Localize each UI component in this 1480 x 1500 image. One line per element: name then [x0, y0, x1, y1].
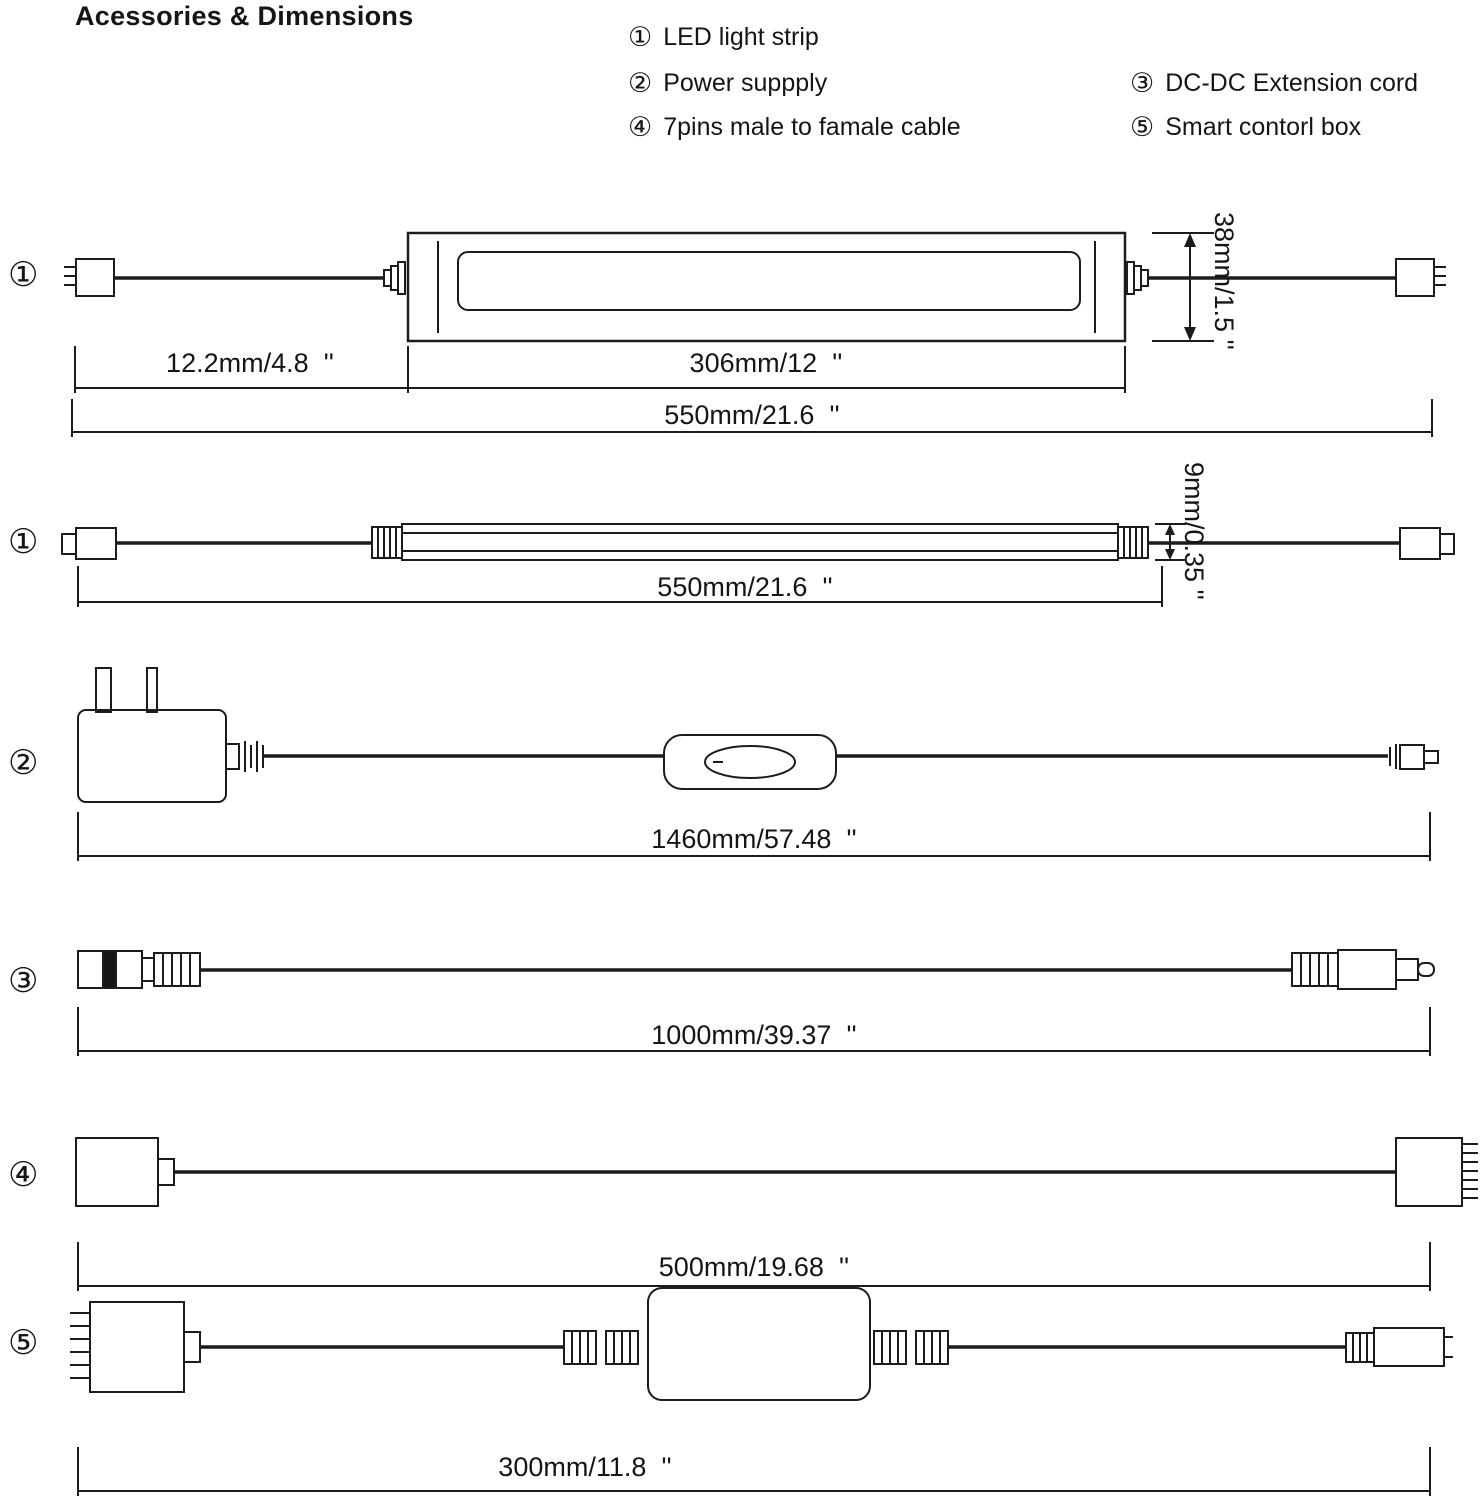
- dim-power-lines: [77, 812, 1431, 861]
- dim-box-length-label: 300mm/11.8 '': [498, 1452, 672, 1482]
- row-marker-control-icon: ⑤: [8, 1324, 39, 1362]
- row-marker-strip-side-icon: ①: [8, 523, 39, 561]
- power-supply-drawing: [77, 667, 1439, 803]
- legend-label-power-supply: Power suppply: [663, 69, 828, 98]
- legend-num-4-icon: ④: [628, 112, 653, 142]
- page-title: Acessories & Dimensions: [75, 1, 414, 31]
- dim-strip-lines: [71, 346, 1433, 437]
- dim-pin-cable-length-label: 500mm/19.68 '': [658, 1252, 850, 1282]
- legend-num-5-icon: ⑤: [1130, 112, 1155, 142]
- row-marker-power-icon: ②: [8, 744, 39, 782]
- legend-item-pin-cable: ④ 7pins male to famale cable: [628, 112, 961, 143]
- legend-item-extension-cord: ③ DC-DC Extension cord: [1130, 68, 1418, 99]
- dim-side-height-lines: [1155, 523, 1186, 561]
- row-marker-strip-front-icon: ①: [8, 256, 39, 294]
- dim-strip-lead-label: 12.2mm/4.8 '': [166, 348, 334, 378]
- dim-control-lines: [77, 1447, 1431, 1496]
- legend-num-3-icon: ③: [1130, 68, 1155, 98]
- legend-label-control-box: Smart contorl box: [1165, 113, 1362, 142]
- dim-power-length-label: 1460mm/57.48 '': [651, 824, 857, 854]
- dim-side-total-label: 550mm/21.6 '': [657, 572, 833, 602]
- smart-control-box-drawing: [70, 1287, 1453, 1401]
- row-marker-pin-cable-icon: ④: [8, 1156, 39, 1194]
- legend-label-pin-cable: 7pins male to famale cable: [663, 113, 961, 142]
- led-strip-side-drawing: [61, 523, 1455, 561]
- extension-cord-drawing: [77, 949, 1435, 990]
- legend-label-led-strip: LED light strip: [663, 23, 819, 52]
- legend-item-led-strip: ① LED light strip: [628, 22, 819, 53]
- legend-item-power-supply: ② Power suppply: [628, 68, 827, 99]
- legend-label-extension-cord: DC-DC Extension cord: [1165, 69, 1419, 98]
- dim-seven-pin-lines: [77, 1242, 1431, 1291]
- dim-strip-body-label: 306mm/12 '': [689, 348, 843, 378]
- dim-strip-total-label: 550mm/21.6 '': [664, 400, 840, 430]
- dim-side-length-lines: [77, 566, 1163, 607]
- legend-num-2-icon: ②: [628, 68, 653, 98]
- legend-num-1-icon: ①: [628, 22, 653, 52]
- dim-strip-height-label: 38mm/1.5 '': [1209, 212, 1240, 350]
- legend-item-control-box: ⑤ Smart contorl box: [1130, 112, 1361, 143]
- seven-pin-cable-drawing: [75, 1137, 1478, 1207]
- dim-extension-lines: [77, 1007, 1431, 1056]
- led-strip-front-drawing: [64, 231, 1446, 343]
- dim-strip-height-lines: [1152, 232, 1214, 342]
- dim-extension-length-label: 1000mm/39.37 '': [651, 1020, 857, 1050]
- row-marker-extension-icon: ③: [8, 962, 39, 1000]
- dim-side-height-label: 9mm/0.35 '': [1179, 462, 1210, 600]
